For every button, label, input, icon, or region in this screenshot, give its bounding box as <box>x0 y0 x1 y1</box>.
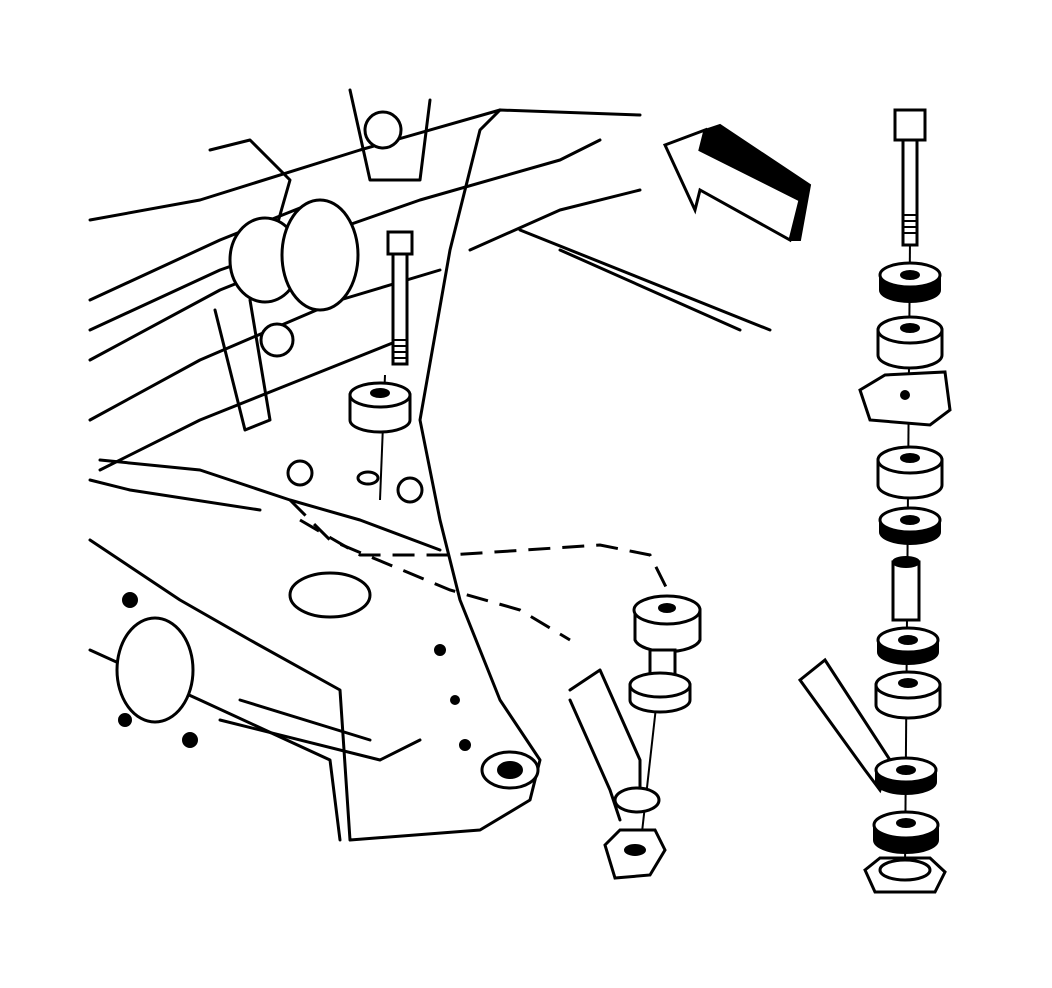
stabilizer-bar <box>88 198 360 432</box>
spacer-tube <box>891 556 921 622</box>
direction-arrow-icon <box>662 123 812 243</box>
bushing <box>874 670 942 720</box>
lower-control-arm <box>88 108 542 842</box>
installed-upper-bushing <box>348 381 412 434</box>
link-bolt <box>893 108 927 247</box>
washer <box>874 756 938 795</box>
bushing <box>876 315 944 370</box>
washer <box>878 506 942 545</box>
mounting-hole <box>356 470 380 486</box>
washer <box>878 261 942 303</box>
middle-exploded-link-stack <box>568 594 702 880</box>
crossmember-frame <box>88 88 772 472</box>
frame-nut <box>396 476 424 504</box>
link-nut <box>863 856 947 894</box>
link-path-line <box>288 498 571 642</box>
installed-link-bolt <box>379 230 414 501</box>
washer <box>876 626 940 665</box>
right-exploded-link-stack <box>797 108 952 894</box>
frame-nut <box>286 459 314 487</box>
bushing <box>876 445 944 500</box>
bushing <box>872 810 940 854</box>
